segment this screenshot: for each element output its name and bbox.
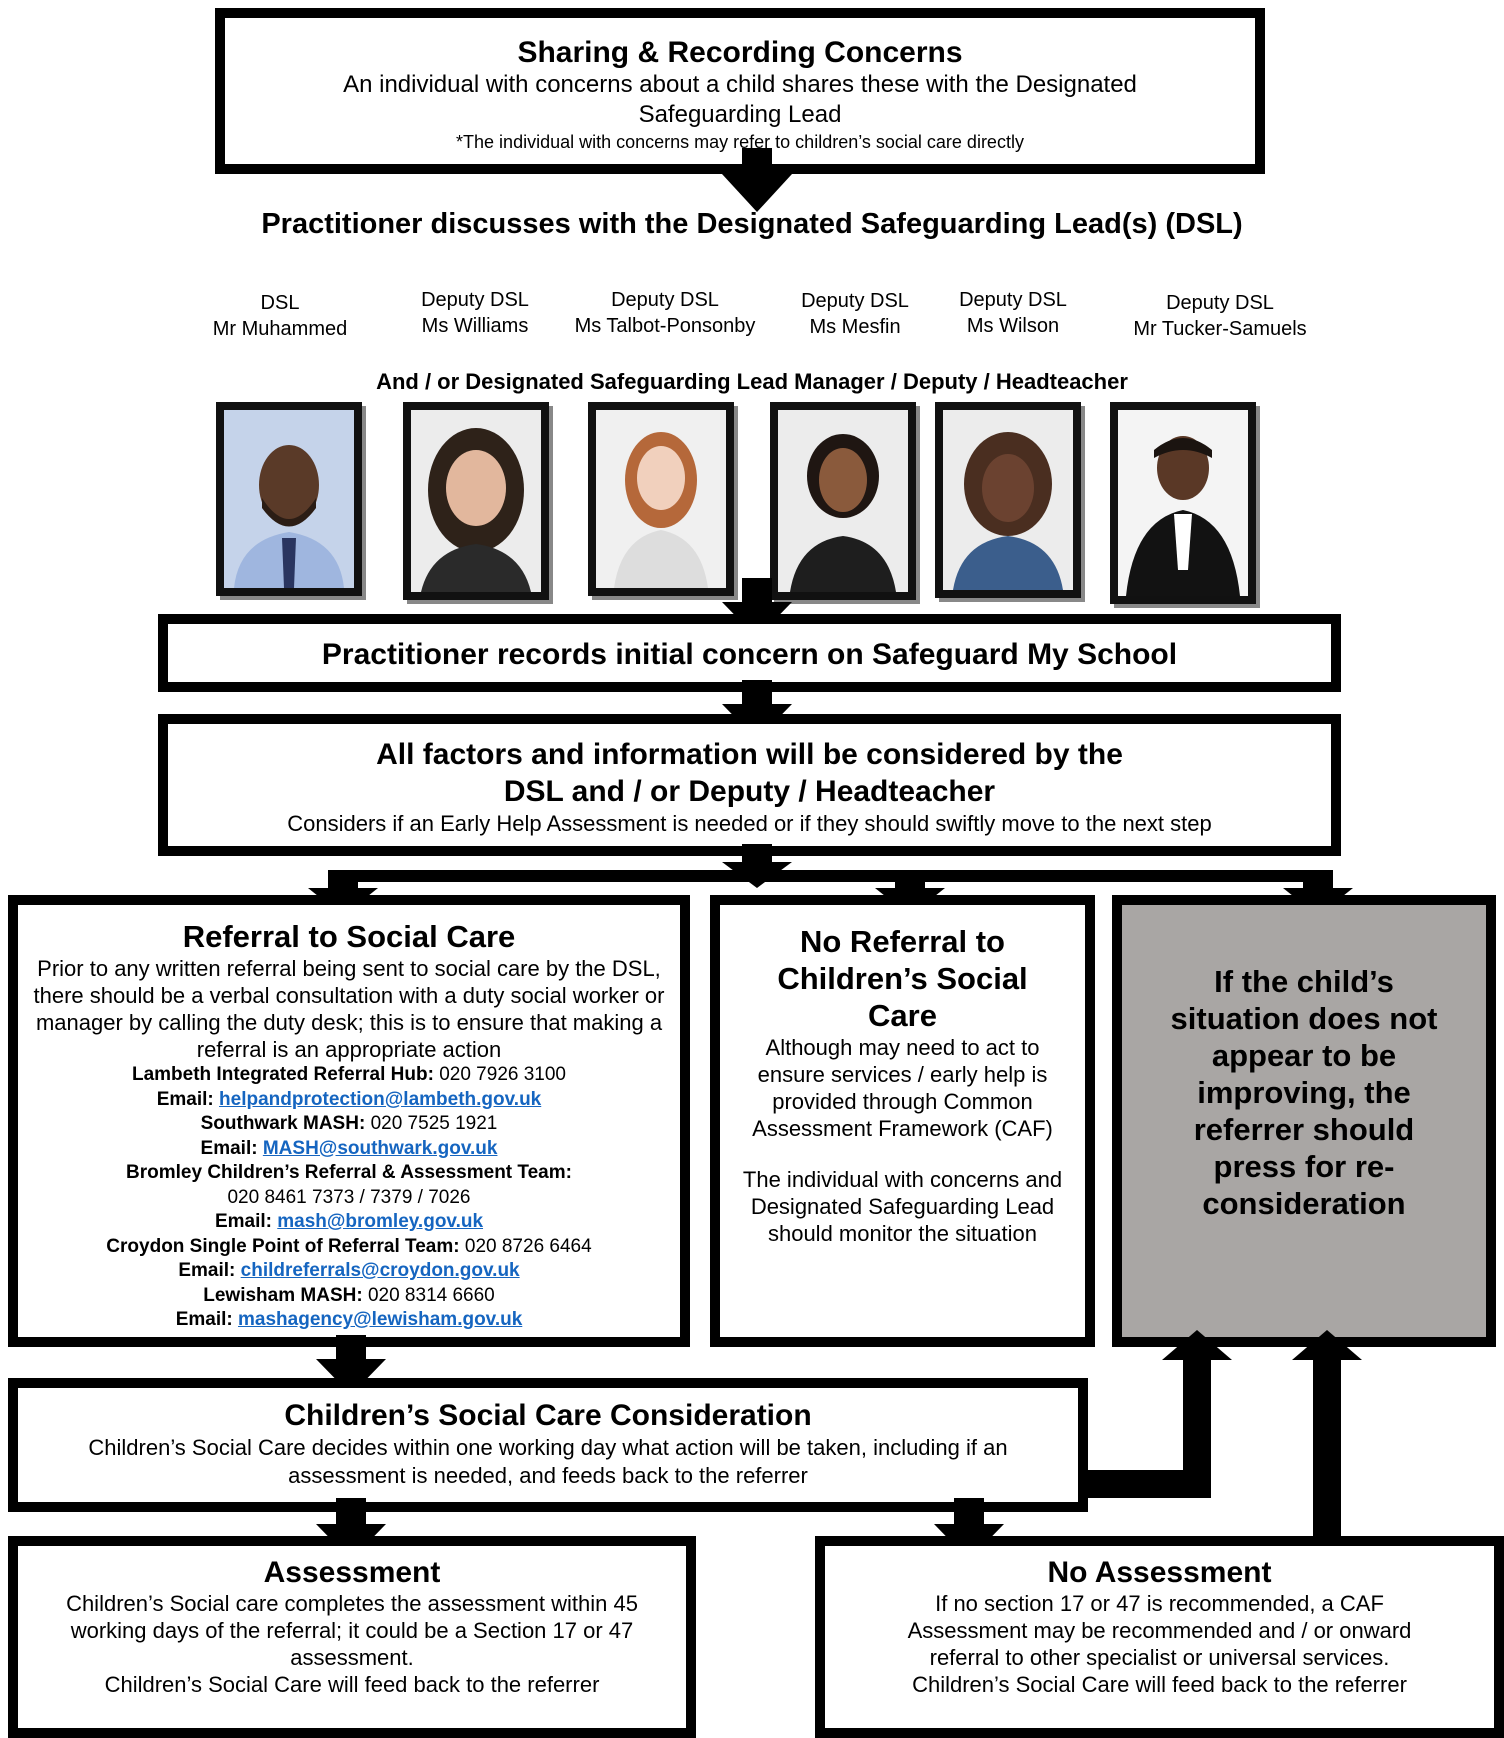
contact-lewisham: Lewisham MASH: 020 8314 6660 bbox=[203, 1284, 495, 1306]
no-referral-body2: The individual with concerns and Designa… bbox=[742, 1167, 1063, 1246]
improving-text: If the child’s situation does not appear… bbox=[1170, 964, 1438, 1221]
flow-arrow-down bbox=[722, 844, 792, 888]
factors-title: All factors and information will be cons… bbox=[376, 738, 1123, 808]
consideration-title: Children’s Social Care Consideration bbox=[284, 1399, 812, 1432]
discuss-heading: Practitioner discusses with the Designat… bbox=[261, 208, 1243, 240]
contact-lewisham-email: Email: mashagency@lewisham.gov.uk bbox=[175, 1309, 523, 1330]
referral-title: Referral to Social Care bbox=[182, 919, 516, 954]
improving-box: If the child’s situation does not appear… bbox=[1112, 895, 1496, 1347]
consideration-box: Children’s Social Care Consideration Chi… bbox=[8, 1378, 1088, 1512]
distribution-bar bbox=[340, 870, 1320, 882]
contact-southwark: Southwark MASH: 020 7525 1921 bbox=[200, 1113, 498, 1134]
staff-photo-talbot-ponsonby bbox=[588, 402, 734, 596]
contact-croydon-email: Email: childreferrals@croydon.gov.uk bbox=[178, 1260, 520, 1281]
flow-arrow-down bbox=[722, 148, 792, 212]
sharing-body: An individual with concerns about a chil… bbox=[343, 71, 1137, 128]
bromley-email-link[interactable]: mash@bromley.gov.uk bbox=[277, 1211, 484, 1232]
staff-photo-williams bbox=[403, 402, 549, 600]
lewisham-email-link[interactable]: mashagency@lewisham.gov.uk bbox=[238, 1309, 523, 1330]
flow-arrow-down bbox=[316, 1335, 386, 1395]
staff-photo-wilson bbox=[935, 402, 1081, 598]
no-assessment-title: No Assessment bbox=[1047, 1556, 1272, 1589]
factors-box: All factors and information will be cons… bbox=[158, 714, 1341, 856]
assessment-body: Children’s Social care completes the ass… bbox=[66, 1591, 638, 1670]
no-assessment-feedback: Children’s Social Care will feed back to… bbox=[912, 1672, 1407, 1697]
contact-southwark-email: Email: MASH@southwark.gov.uk bbox=[200, 1137, 498, 1159]
no-referral-title: No Referral to Children’s Social Care bbox=[777, 924, 1028, 1033]
sharing-note: *The individual with concerns may refer … bbox=[456, 132, 1024, 152]
no-assessment-box: No Assessment If no section 17 or 47 is … bbox=[815, 1536, 1504, 1738]
no-referral-body1: Although may need to act to ensure servi… bbox=[752, 1035, 1053, 1141]
contact-bromley-email: Email: mash@bromley.gov.uk bbox=[214, 1211, 484, 1232]
staff-photo-muhammed bbox=[216, 402, 362, 596]
and-or-heading: And / or Designated Safeguarding Lead Ma… bbox=[376, 369, 1128, 394]
contact-lambeth: Lambeth Integrated Referral Hub: 020 792… bbox=[131, 1064, 566, 1085]
assessment-title: Assessment bbox=[263, 1556, 441, 1589]
referral-contacts: Lambeth Integrated Referral Hub: 020 792… bbox=[18, 1063, 680, 1333]
connector-to-grey bbox=[1080, 1470, 1211, 1498]
croydon-email-link[interactable]: childreferrals@croydon.gov.uk bbox=[240, 1260, 520, 1281]
flow-arrow-up bbox=[1292, 1330, 1362, 1550]
assessment-box: Assessment Children’s Social care comple… bbox=[8, 1536, 696, 1738]
southwark-email-link[interactable]: MASH@southwark.gov.uk bbox=[262, 1137, 498, 1159]
sharing-title: Sharing & Recording Concerns bbox=[517, 36, 963, 69]
consideration-body: Children’s Social Care decides within on… bbox=[88, 1435, 1008, 1488]
no-assessment-body: If no section 17 or 47 is recommended, a… bbox=[907, 1591, 1412, 1670]
lambeth-email-link[interactable]: helpandprotection@lambeth.gov.uk bbox=[219, 1088, 542, 1110]
contact-lambeth-email: Email: helpandprotection@lambeth.gov.uk bbox=[156, 1088, 542, 1110]
contact-bromley-phone: 020 8461 7373 / 7379 / 7026 bbox=[227, 1186, 471, 1208]
factors-body: Considers if an Early Help Assessment is… bbox=[287, 811, 1212, 836]
no-referral-box: No Referral to Children’s Social Care Al… bbox=[710, 895, 1095, 1347]
contact-croydon: Croydon Single Point of Referral Team: 0… bbox=[106, 1235, 592, 1257]
records-text: Practitioner records initial concern on … bbox=[321, 638, 1178, 671]
assessment-feedback: Children’s Social Care will feed back to… bbox=[104, 1672, 600, 1697]
sharing-concerns-box: Sharing & Recording Concerns An individu… bbox=[215, 8, 1265, 174]
staff-photo-mesfin bbox=[770, 402, 916, 600]
referral-box: Referral to Social Care Prior to any wri… bbox=[8, 895, 690, 1347]
contact-bromley: Bromley Children’s Referral & Assessment… bbox=[126, 1162, 572, 1183]
staff-photo-tucker-samuels bbox=[1110, 402, 1256, 604]
referral-body: Prior to any written referral being sent… bbox=[33, 956, 665, 1062]
